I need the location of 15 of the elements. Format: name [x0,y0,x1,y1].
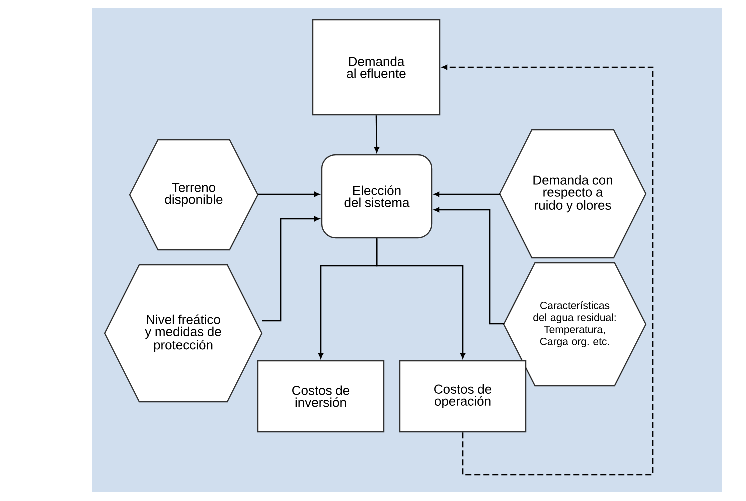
arrow [442,65,654,476]
process-box: Demanda al efluente [312,19,441,116]
input-hexagon: Características del agua residual: Temperatura, Carga org. etc. [503,262,647,387]
arrow [434,208,504,325]
process-box: Costos de operación [399,360,527,433]
process-box: Costos de inversión [257,360,385,433]
arrow [434,192,500,197]
arrow [374,116,380,153]
arrow [258,192,320,197]
input-hexagon: Terreno disponible [129,139,259,251]
input-hexagon: Demanda con respecto a ruido y olores [499,129,647,259]
decision-box: Elección del sistema [321,154,433,239]
input-hexagon: Nivel freático y medidas de protección [104,264,263,403]
arrow [262,216,320,322]
arrow [376,238,466,359]
